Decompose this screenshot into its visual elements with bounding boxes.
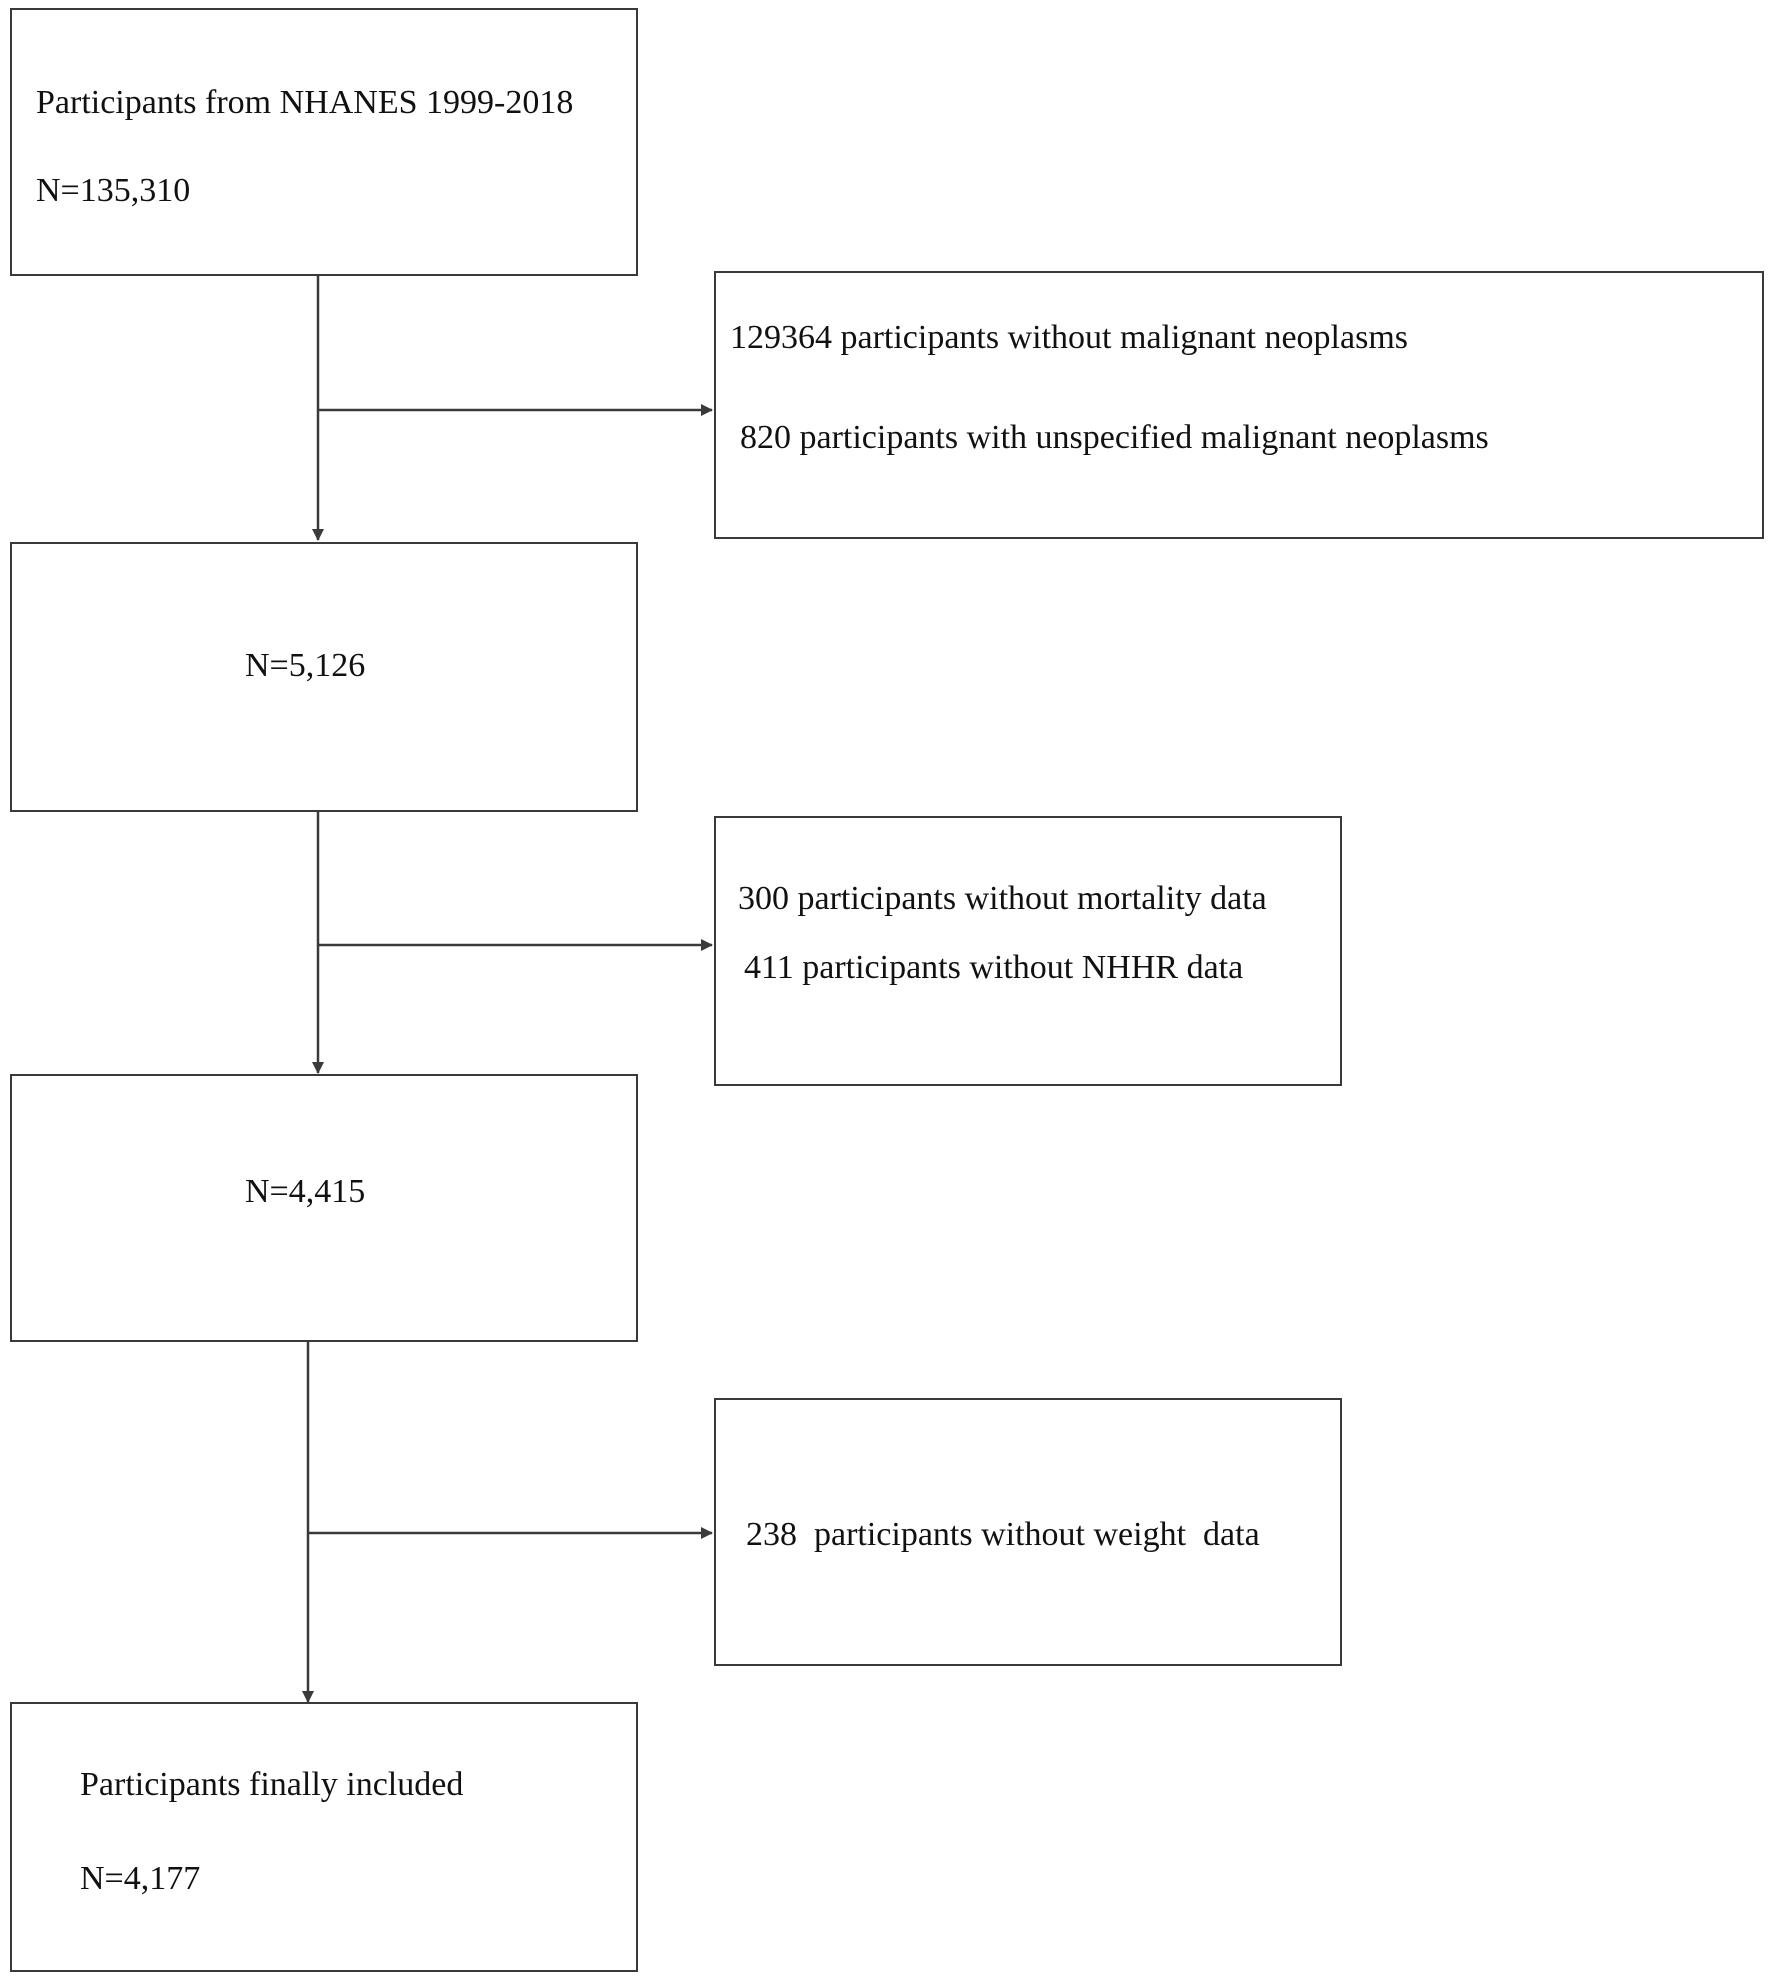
exclusion-2-line-2: 411 participants without NHHR data [744, 949, 1244, 986]
exclusion-2-line-1: 300 participants without mortality data [738, 880, 1267, 917]
exclusion-box-2: 300 participants without mortality data … [714, 816, 1342, 1086]
start-count: N=135,310 [36, 172, 191, 209]
exclusion-3-line-1: 238 participants without weight data [746, 1516, 1260, 1553]
final-count: N=4,177 [80, 1860, 201, 1897]
step2-count: N=5,126 [245, 647, 366, 684]
exclusion-box-1: 129364 participants without malignant ne… [714, 271, 1764, 539]
exclusion-1-line-1: 129364 participants without malignant ne… [730, 319, 1409, 356]
step3-box: N=4,415 [10, 1074, 638, 1342]
exclusion-box-3: 238 participants without weight data [714, 1398, 1342, 1666]
exclusion-1-line-2: 820 participants with unspecified malign… [740, 419, 1489, 456]
final-title: Participants finally included [80, 1766, 464, 1803]
final-box: Participants finally included N=4,177 [10, 1702, 638, 1972]
start-box: Participants from NHANES 1999-2018 N=135… [10, 8, 638, 276]
step3-count: N=4,415 [245, 1173, 366, 1210]
step2-box: N=5,126 [10, 542, 638, 812]
start-title: Participants from NHANES 1999-2018 [36, 84, 574, 121]
